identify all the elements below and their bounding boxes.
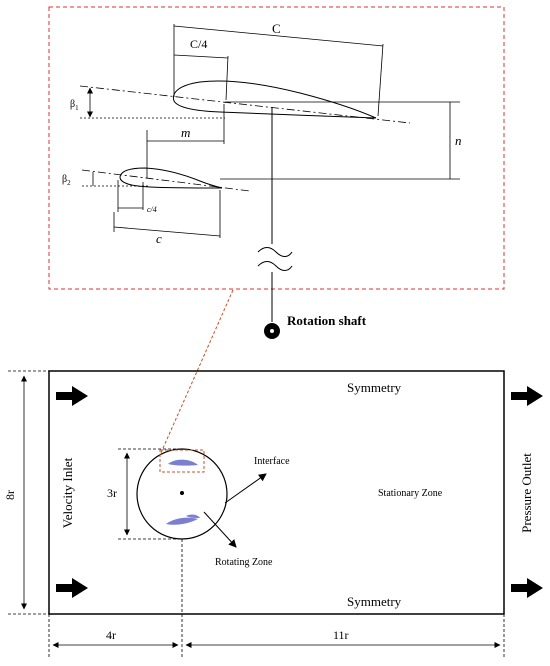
label-m: m <box>181 125 190 140</box>
label-velocity-inlet: Velocity Inlet <box>60 457 75 528</box>
domain-border <box>48 370 505 615</box>
label-downstream-length: 11r <box>333 628 349 642</box>
inlet-arrow-bottom <box>56 578 88 598</box>
label-rotating-zone: Rotating Zone <box>215 557 273 568</box>
interface-detail-box <box>159 449 205 473</box>
label-n: n <box>455 133 462 148</box>
outlet-arrow-top <box>511 386 543 406</box>
label-rotor-diameter: 3r <box>107 486 117 500</box>
blade-bottom-tail <box>186 514 200 518</box>
label-C-quarter: C/4 <box>190 37 207 51</box>
blade-bottom <box>166 517 198 525</box>
domain-panel: 8r Symmetry Symmetry Velocity Inlet Pres… <box>3 370 543 658</box>
rotation-shaft-center <box>270 329 274 333</box>
inlet-arrow-top <box>56 386 88 406</box>
outlet-arrow-bottom <box>511 578 543 598</box>
label-interface: Interface <box>254 456 290 467</box>
large-airfoil <box>172 80 377 119</box>
label-symmetry-bottom: Symmetry <box>347 594 402 609</box>
dim-Cq-right-ext <box>225 55 229 101</box>
label-c: c <box>156 231 162 246</box>
dim-C-right-ext <box>377 43 384 117</box>
small-chord-line <box>81 169 251 192</box>
blade-top <box>168 459 198 466</box>
interface-pointer <box>224 473 267 504</box>
break-symbol-bottom <box>257 261 293 271</box>
label-upstream-length: 4r <box>106 628 116 642</box>
dim-c-line <box>113 226 221 237</box>
detail-border <box>48 6 505 290</box>
dim-Cq-line <box>173 54 229 59</box>
label-rotation-shaft: Rotation shaft <box>287 313 367 328</box>
label-beta2: β2 <box>62 174 71 187</box>
rotating-zone-pointer <box>203 511 237 548</box>
label-pressure-outlet: Pressure Outlet <box>519 453 534 533</box>
detail-panel: C C/4 β1 m n β2 c/4 c <box>48 6 505 290</box>
label-beta1: β1 <box>70 99 79 112</box>
label-stationary-zone: Stationary Zone <box>378 488 443 499</box>
break-symbol-top <box>257 247 293 257</box>
small-airfoil <box>119 167 223 189</box>
label-height: 8r <box>3 490 17 500</box>
label-c-quarter: c/4 <box>147 205 157 214</box>
large-chord-line <box>79 85 411 124</box>
dim-C-line <box>173 25 384 47</box>
label-symmetry-top: Symmetry <box>347 380 402 395</box>
label-C: C <box>272 21 281 36</box>
rotor-center <box>180 491 184 495</box>
connector-line-left <box>159 289 234 456</box>
